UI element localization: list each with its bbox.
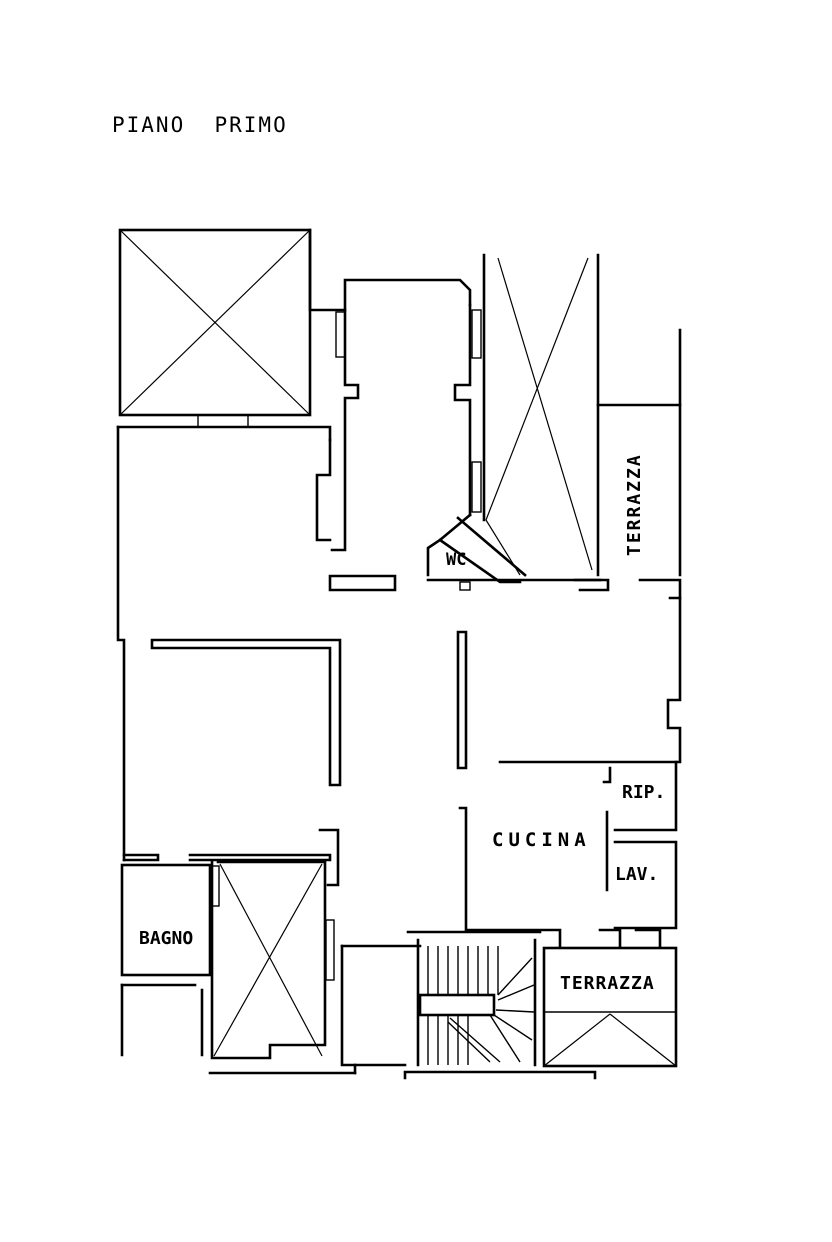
room-label-terrazza-bottom: TERRAZZA xyxy=(560,973,655,994)
light-well-bottom-left xyxy=(208,860,357,1075)
room-label-cucina: CUCINA xyxy=(492,829,591,851)
stair-tread xyxy=(495,1009,535,1013)
room-label-bagno: BAGNO xyxy=(139,928,193,949)
light-well-top-right xyxy=(482,253,600,577)
room-label-wc: WC xyxy=(446,550,466,570)
room-label-terrazza-top: TERRAZZA xyxy=(624,453,645,556)
terrace-bottom xyxy=(542,946,678,1068)
stair-tread xyxy=(497,957,533,996)
stair-tread xyxy=(497,984,535,1001)
stairwell xyxy=(340,930,597,1080)
walls xyxy=(116,228,682,1057)
room-label-lav: LAV. xyxy=(615,864,658,885)
stair-tread xyxy=(489,1014,521,1063)
room-label-rip: RIP. xyxy=(622,782,665,803)
light-well-top-left xyxy=(118,228,312,428)
plan-title: PIANO PRIMO xyxy=(112,113,288,137)
stair-tread xyxy=(493,1014,533,1041)
